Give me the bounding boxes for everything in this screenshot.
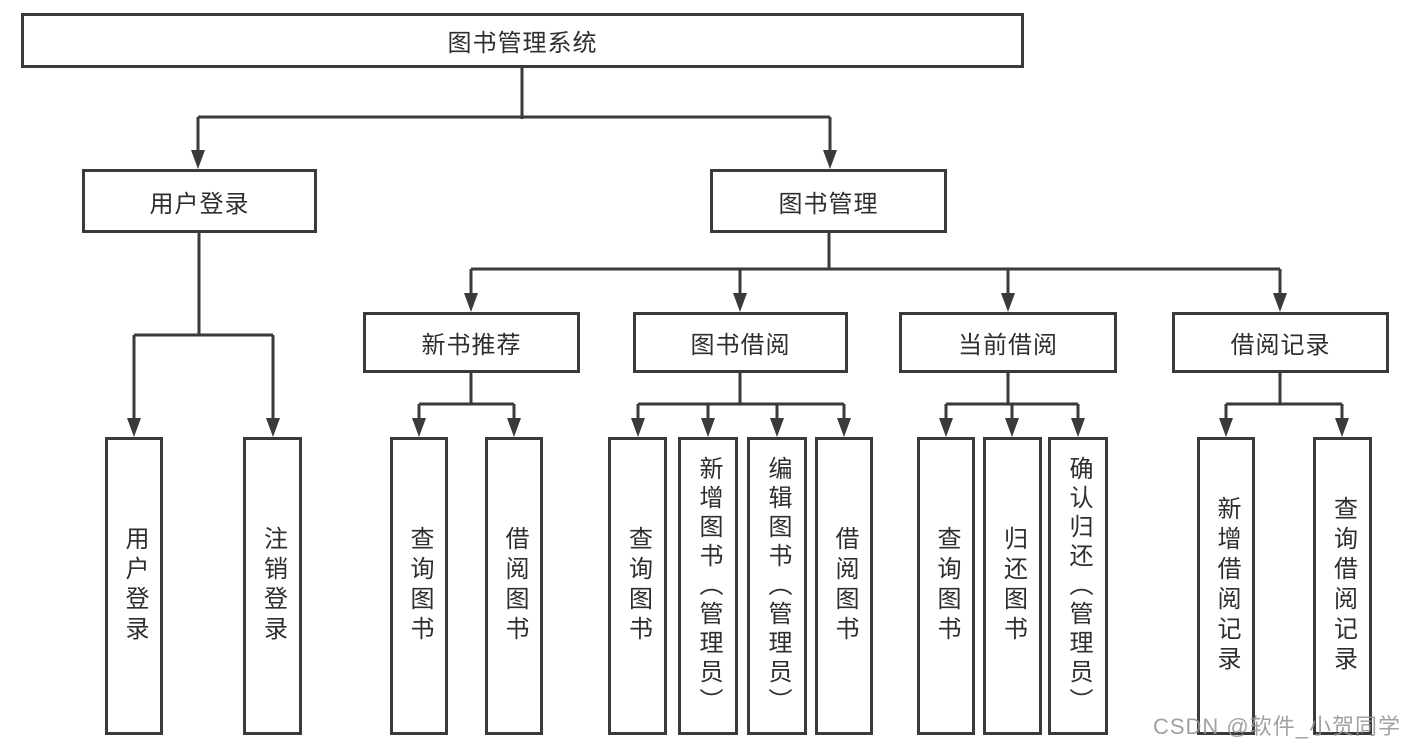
leaf-br-add-record: 新增借阅记录 bbox=[1197, 437, 1255, 735]
leaf-nb-borrow-books-label: 借阅图书 bbox=[501, 526, 528, 646]
leaf-nb-borrow-books: 借阅图书 bbox=[485, 437, 543, 735]
leaf-br-query-record: 查询借阅记录 bbox=[1313, 437, 1372, 735]
leaf-logout-label: 注销登录 bbox=[259, 526, 287, 646]
node-user-login: 用户登录 bbox=[82, 169, 317, 233]
leaf-br-query-record-label: 查询借阅记录 bbox=[1329, 496, 1357, 676]
leaf-nb-query-books-label: 查询图书 bbox=[406, 526, 433, 646]
node-library-system: 图书管理系统 bbox=[21, 13, 1024, 68]
leaf-bb-add-books-admin: 新增图书（管理员） bbox=[678, 437, 738, 735]
node-book-management: 图书管理 bbox=[710, 169, 947, 233]
leaf-bb-query-books: 查询图书 bbox=[608, 437, 667, 735]
node-book-borrow: 图书借阅 bbox=[633, 312, 848, 373]
leaf-cb-return-books-label: 归还图书 bbox=[999, 526, 1027, 646]
leaf-logout: 注销登录 bbox=[243, 437, 302, 735]
leaf-nb-query-books: 查询图书 bbox=[390, 437, 448, 735]
leaf-bb-edit-books-admin: 编辑图书（管理员） bbox=[747, 437, 807, 735]
leaf-cb-query-books-label: 查询图书 bbox=[933, 526, 960, 646]
node-new-book-recommend: 新书推荐 bbox=[363, 312, 580, 373]
node-current-borrow: 当前借阅 bbox=[899, 312, 1117, 373]
leaf-user-login-label: 用户登录 bbox=[121, 526, 148, 646]
leaf-bb-add-books-admin-label: 新增图书（管理员） bbox=[695, 455, 722, 717]
csdn-watermark: CSDN @软件_小贺同学 bbox=[1152, 714, 1401, 739]
leaf-cb-confirm-return-admin-label: 确认归还（管理员） bbox=[1065, 455, 1092, 717]
leaf-bb-borrow-books: 借阅图书 bbox=[815, 437, 873, 735]
leaf-bb-borrow-books-label: 借阅图书 bbox=[831, 526, 858, 646]
leaf-bb-query-books-label: 查询图书 bbox=[624, 526, 652, 646]
leaf-cb-confirm-return-admin: 确认归还（管理员） bbox=[1048, 437, 1108, 735]
node-borrow-records: 借阅记录 bbox=[1172, 312, 1389, 373]
leaf-cb-query-books: 查询图书 bbox=[917, 437, 975, 735]
leaf-br-add-record-label: 新增借阅记录 bbox=[1213, 496, 1240, 676]
leaf-cb-return-books: 归还图书 bbox=[983, 437, 1042, 735]
leaf-bb-edit-books-admin-label: 编辑图书（管理员） bbox=[764, 455, 791, 717]
leaf-user-login: 用户登录 bbox=[105, 437, 163, 735]
